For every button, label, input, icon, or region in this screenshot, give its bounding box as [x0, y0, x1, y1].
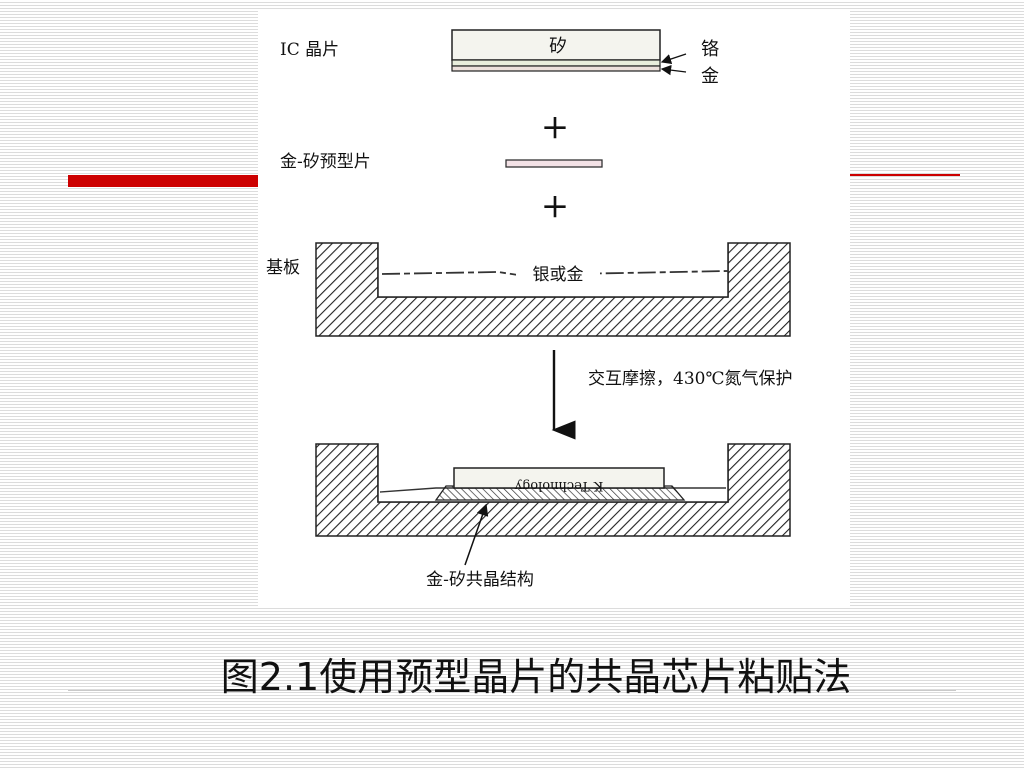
label-chromium: 铬 [701, 39, 719, 60]
eutectic-layer [434, 485, 686, 501]
gold-pointer [660, 64, 687, 76]
label-process: 交互摩擦，430℃氮气保护 [588, 369, 792, 389]
preform-strip [505, 159, 603, 168]
label-silicon: 矽 [549, 36, 567, 57]
eutectic-pointer [464, 503, 489, 566]
label-gold-top: 金 [701, 66, 719, 87]
chromium-pointer [660, 53, 687, 65]
bottom-divider [68, 690, 956, 691]
mirrored-text-group: K Technology [514, 478, 603, 493]
silver-gold-plating [381, 270, 729, 276]
label-preform: 金-矽预型片 [280, 152, 371, 172]
chromium-layer [451, 59, 661, 67]
plus-sign-2: + [541, 186, 570, 226]
bonded-die [453, 467, 665, 489]
label-silver-or-gold: 银或金 [533, 265, 584, 285]
plus-sign-1: + [541, 107, 570, 147]
accent-red-bar [68, 175, 258, 187]
gold-layer [451, 65, 661, 72]
die-attach-diagram: IC 晶片 矽 铬 金 + 金-矽预型片 + 基板 银或金 交互摩擦，430℃氮… [258, 10, 850, 608]
label-ic-wafer: IC 晶片 [280, 40, 339, 60]
accent-red-line [848, 174, 960, 176]
figure-caption: 图2.1使用预型晶片的共晶芯片粘贴法 [220, 655, 852, 699]
plating-label-bg [516, 262, 600, 286]
label-eutectic: 金-矽共晶结构 [426, 570, 534, 590]
diagram-svg: IC 晶片 矽 铬 金 + 金-矽预型片 + 基板 银或金 交互摩擦，430℃氮… [266, 29, 792, 590]
label-mirror-text: K Technology [514, 478, 603, 493]
label-substrate: 基板 [266, 258, 300, 278]
